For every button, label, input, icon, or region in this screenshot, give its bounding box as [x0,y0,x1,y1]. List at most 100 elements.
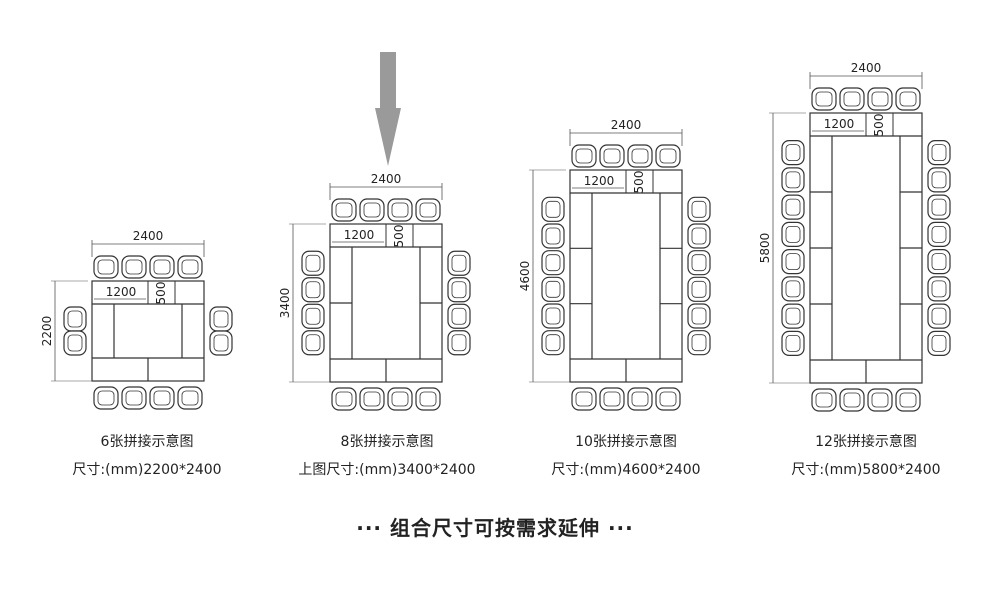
chair-seat [927,221,951,247]
chair-cushion [545,307,561,325]
chair-cushion [659,391,677,407]
chair-icon [927,303,951,329]
chair-seat [895,87,921,111]
chair-icon [655,144,681,168]
chair-cushion [363,391,381,407]
chair-seat [895,388,921,412]
dimension-500-label: 500 [872,114,886,137]
chair-icon [149,386,175,410]
chair-seat [627,387,653,411]
chair-seat [839,388,865,412]
chair-seat [387,198,413,222]
chair-icon [781,221,805,247]
chair-icon [415,198,441,222]
dimension-500-label: 500 [632,171,646,194]
chair-cushion [213,310,229,328]
chair-seat [781,140,805,166]
chair-cushion [363,202,381,218]
chair-seat [63,330,87,356]
chair-icon [571,387,597,411]
chair-icon [93,255,119,279]
chair-seat [177,386,203,410]
layout-12-size: 尺寸:(mm)5800*2400 [791,462,941,478]
chair-icon [447,250,471,276]
chair-cushion [575,148,593,164]
chair-cushion [691,200,707,218]
down-arrow-icon [375,52,401,166]
chair-seat [541,250,565,276]
chair-seat [781,276,805,302]
chair-cushion [451,307,467,325]
layout-6-title: 6张拼接示意图 [100,434,194,450]
chair-icon [301,250,325,276]
chair-cushion [97,390,115,406]
chair-icon [415,387,441,411]
chair-seat [867,87,893,111]
chair-seat [811,87,837,111]
chair-seat [121,386,147,410]
chair-icon [121,386,147,410]
chair-icon [301,277,325,303]
chair-seat [781,330,805,356]
chair-cushion [843,91,861,107]
chair-icon [811,87,837,111]
chair-icon [781,167,805,193]
chair-seat [447,303,471,329]
chair-cushion [631,148,649,164]
chair-seat [359,198,385,222]
chair-cushion [815,392,833,408]
chair-seat [331,387,357,411]
chair-icon [301,303,325,329]
layout-10-size: 尺寸:(mm)4600*2400 [551,462,701,478]
chair-cushion [931,225,947,243]
chair-seat [927,194,951,220]
chair-icon [687,330,711,356]
chair-icon [177,386,203,410]
chair-icon [627,387,653,411]
chair-icon [359,198,385,222]
chair-seat [927,249,951,275]
width-dimension-label: 2400 [611,118,642,132]
chair-cushion [785,280,801,298]
chair-icon [93,386,119,410]
height-dimension-label: 5800 [758,233,772,264]
chair-cushion [785,198,801,216]
chair-icon [359,387,385,411]
chair-icon [63,330,87,356]
dimension-1200-label: 1200 [344,228,375,242]
chair-seat [541,223,565,249]
chair-seat [209,330,233,356]
chair-seat [599,144,625,168]
chair-seat [541,196,565,222]
chair-icon [811,388,837,412]
chair-icon [687,303,711,329]
chair-icon [839,87,865,111]
chair-seat [867,388,893,412]
chair-seat [687,303,711,329]
chair-icon [541,196,565,222]
chair-cushion [451,254,467,272]
layout-12-title: 12张拼接示意图 [815,434,917,450]
chair-icon [149,255,175,279]
down-arrow-shape [375,52,401,166]
chair-cushion [931,253,947,271]
chair-icon [541,276,565,302]
chair-cushion [391,202,409,218]
chair-seat [415,198,441,222]
chair-seat [687,250,711,276]
dimension-500-label: 500 [392,225,406,248]
chair-seat [387,387,413,411]
chair-cushion [305,334,321,352]
chair-icon [927,221,951,247]
chair-cushion [419,391,437,407]
dimension-500-label: 500 [154,282,168,305]
chair-cushion [785,334,801,352]
chair-icon [599,144,625,168]
chair-icon [781,140,805,166]
chair-seat [811,388,837,412]
chair-seat [93,255,119,279]
chair-cushion [391,391,409,407]
